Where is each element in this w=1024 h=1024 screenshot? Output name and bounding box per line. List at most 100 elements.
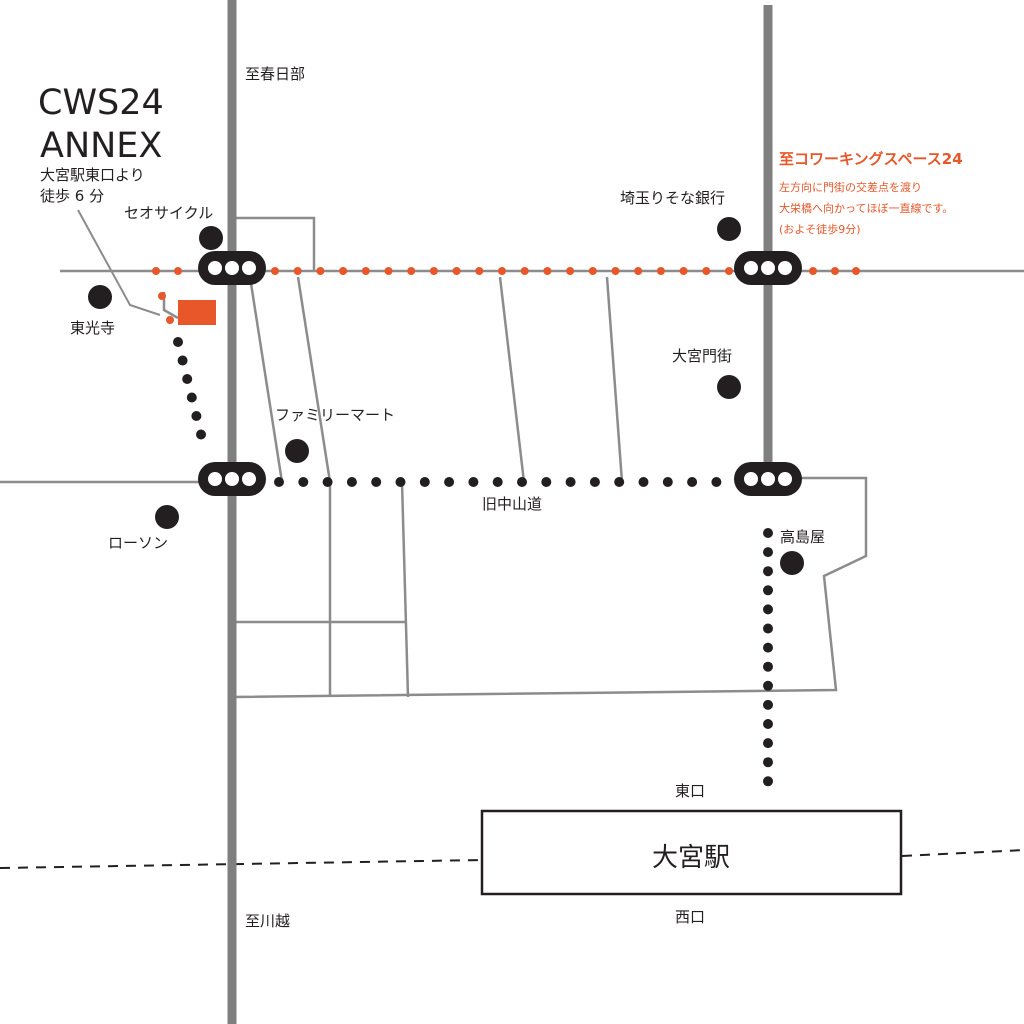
route-to-cws24-dots [152,267,860,324]
route-dot [191,411,202,421]
landmark-label-tokoji: 東光寺 [70,319,115,337]
route-dot [271,267,279,275]
route-dot [611,267,620,275]
minor-roads [0,216,1024,699]
title-subtitle-line2: 徒歩 6 分 [40,187,104,205]
route-dot [763,642,773,653]
route-dot [763,566,773,577]
route-dot [166,316,174,324]
route-dot [662,477,673,487]
landmark-label-takashimaya: 高島屋 [780,528,825,546]
route-dot [763,528,773,538]
route-dot [468,477,479,487]
route-dot [763,719,773,729]
route-dot [429,267,438,275]
route-dot [852,267,860,275]
route-dot [763,757,773,768]
route-dot [566,267,575,275]
landmark-marker-omiya-mongai [717,375,741,399]
route-dot [634,267,643,275]
landmark-label-omiya-mongai: 大宮門街 [672,347,732,365]
route-dot [763,547,773,558]
route-dot [419,477,430,487]
route-dot [444,477,455,487]
route-dot [614,477,625,487]
route-dot [763,604,773,615]
route-dot [589,477,600,487]
route-dot [316,267,325,275]
landmark-label-lawson: ローソン [108,534,168,552]
landmark-marker-family-mart [285,439,309,463]
route-dot [173,337,183,347]
route-dot [158,292,166,300]
landmark-marker-takashimaya [780,551,804,575]
route-dot [543,267,552,275]
title-line1: CWS24 [38,83,164,123]
route-dot [475,267,484,275]
landmark-label-family-mart: ファミリーマート [275,406,395,424]
traffic-signal [198,251,266,285]
station-west-exit-label: 西口 [675,908,705,926]
traffic-signal [198,462,266,496]
route-dot [395,477,406,487]
cws24-annex-building [178,300,216,325]
route-dot [384,267,393,275]
route-dot [763,699,773,710]
route-dot [541,477,552,487]
route-dot [711,477,722,487]
route-dot [371,477,382,487]
route-dot [492,477,503,487]
walking-route-dots [173,337,773,787]
route-dot [152,267,160,275]
title-subtitle-line1: 大宮駅東口より [40,166,145,184]
direction-kasukabe-label: 至春日部 [245,65,305,83]
route-dot [831,267,839,275]
route-note-heading: 至コワーキングスペース24 [779,150,963,168]
title-line2: ANNEX [40,126,162,166]
route-dot [763,776,773,787]
route-dot [274,477,284,487]
route-dot [196,429,206,440]
route-dot [725,267,733,275]
route-dot [298,477,309,487]
route-dot [679,267,688,275]
traffic-signal [734,251,802,285]
route-dot [517,477,527,487]
route-dot [407,267,416,275]
route-dot [702,267,711,275]
landmark-marker-resona [717,217,741,241]
route-dot [763,738,773,749]
direction-kawagoe-label: 至川越 [245,912,290,930]
route-dot [182,374,193,384]
route-dot [174,267,182,275]
route-dot [565,477,576,487]
route-dot [339,267,348,275]
route-dot [322,477,333,487]
route-dot [177,355,188,366]
route-dot [763,680,773,691]
route-note-line1: 左方向に門街の交差点を渡り [779,180,922,194]
landmark-label-seo-cycle: セオサイクル [124,204,213,222]
route-dot [687,477,698,487]
route-dot [452,267,461,275]
route-dot [498,267,506,275]
route-dot [346,477,357,487]
route-dot [656,267,665,275]
station-east-exit-label: 東口 [675,782,705,800]
route-note-line3: (およそ徒歩9分) [779,222,861,236]
route-dot [186,392,197,403]
omiya-station-building [480,809,903,896]
route-dot [588,267,597,275]
landmark-label-resona: 埼玉りそな銀行 [620,189,725,207]
route-dot [763,661,773,672]
route-dot [763,623,773,634]
route-dot [638,477,649,487]
route-dot [361,267,370,275]
annex-leader-line [77,209,161,316]
traffic-signal [734,462,802,496]
major-roads [227,0,773,1024]
landmark-marker-lawson [155,505,179,529]
landmark-marker-seo-cycle [199,226,223,250]
